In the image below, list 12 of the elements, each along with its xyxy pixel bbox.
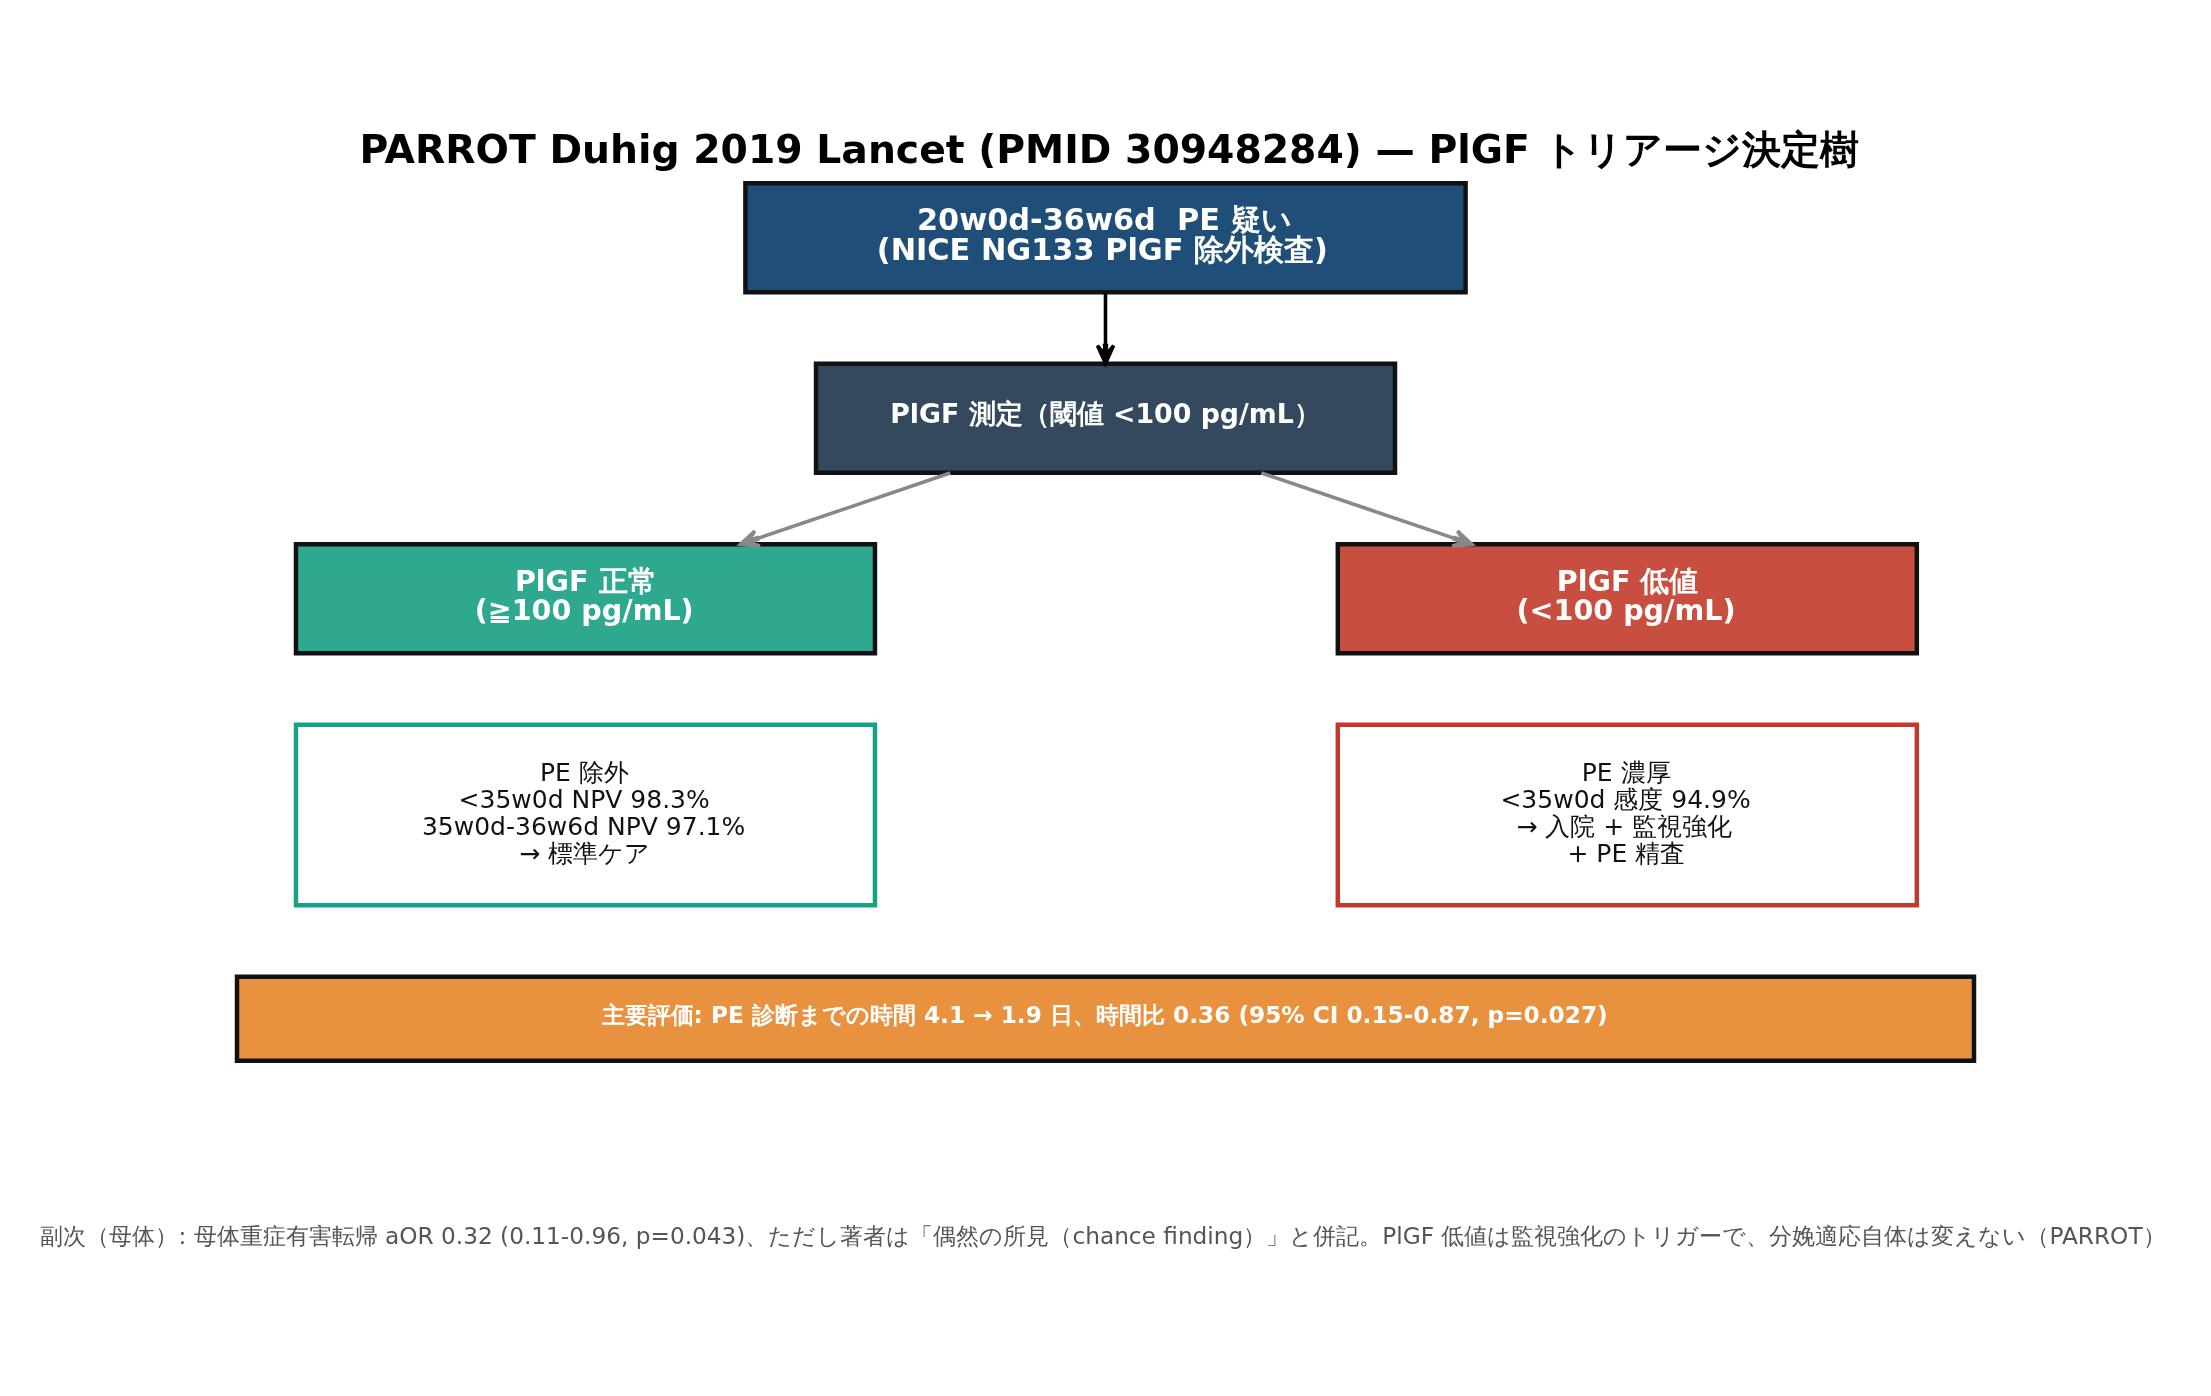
arrow [1260, 471, 1474, 548]
node-box: PlGF 低値 (<100 pg/mL) [1335, 542, 1920, 656]
node-box: 主要評価: PE 診断までの時間 4.1 → 1.9 日、時間比 0.36 (95% CI 0.15-0.87, p=0.027) [234, 974, 1977, 1063]
node-box: 20w0d-36w6d PE 疑い (NICE NG133 PlGF 除外検査) [743, 181, 1468, 295]
arrow [1095, 292, 1116, 366]
node-box: PE 濃厚 <35w0d 感度 94.9% → 入院 + 監視強化 + PE 精査 [1335, 722, 1920, 908]
node-box: PE 除外 <35w0d NPV 98.3% 35w0d-36w6d NPV 97.1% → 標準ケア [293, 722, 878, 908]
diagram-title: PARROT Duhig 2019 Lancet (PMID 30948284) — PlGF トリアージ決定樹 [359, 126, 1860, 172]
node-box: PlGF 正常 (≧100 pg/mL) [293, 542, 878, 656]
arrow [738, 471, 951, 548]
caption: 副次（母体）: 母体重症有害転帰 aOR 0.32 (0.11-0.96, p=0.043)、ただし著者は「偶然の所見（chance finding）」と併記。PlGF 低値は監視強化のトリガーで、分娩適応自体は変えない（PARROT） [40, 1221, 2166, 1249]
node-box: PlGF 測定（閾値 <100 pg/mL） [813, 361, 1398, 476]
